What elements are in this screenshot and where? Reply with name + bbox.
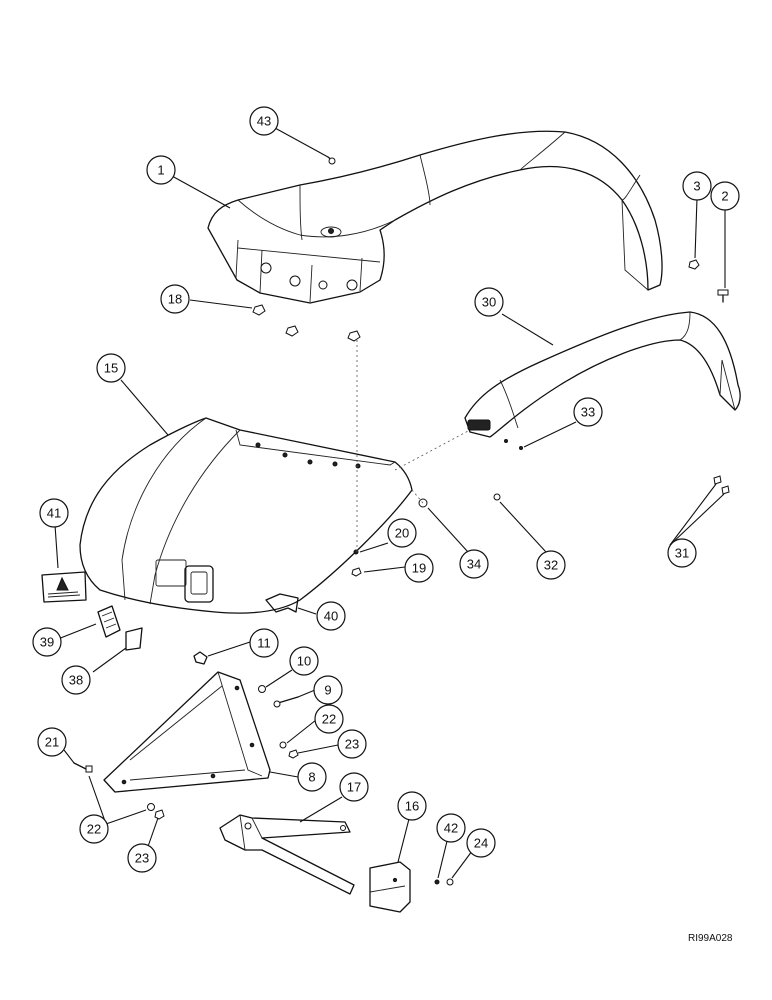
svg-text:30: 30	[482, 295, 496, 310]
callout-40: 40	[316, 601, 346, 631]
svg-text:18: 18	[168, 292, 182, 307]
svg-text:19: 19	[412, 561, 426, 576]
svg-text:22: 22	[87, 822, 101, 837]
part-16-clip	[369, 861, 411, 913]
svg-text:22: 22	[322, 712, 336, 727]
hardware	[73, 156, 730, 886]
callout-10: 10	[289, 646, 319, 676]
part-1-upper-fender	[207, 130, 663, 304]
callout-8: 8	[297, 762, 327, 792]
part-39-pad	[97, 605, 121, 638]
callout-15: 15	[96, 353, 126, 383]
callout-16: 16	[397, 791, 427, 821]
part-17-lower-bracket	[219, 814, 355, 895]
svg-text:2: 2	[721, 189, 728, 204]
callout-30: 30	[474, 287, 504, 317]
callout-2: 2	[710, 181, 740, 211]
svg-text:38: 38	[69, 673, 83, 688]
leader-lines	[54, 127, 726, 879]
svg-text:1: 1	[157, 163, 164, 178]
svg-text:16: 16	[405, 799, 419, 814]
callout-19: 19	[404, 553, 434, 583]
svg-text:9: 9	[324, 683, 331, 698]
assembly-lines	[356, 340, 471, 552]
callout-33: 33	[573, 397, 603, 427]
svg-text:40: 40	[324, 609, 338, 624]
svg-text:20: 20	[395, 526, 409, 541]
svg-text:23: 23	[345, 737, 359, 752]
callout-41: 41	[39, 498, 69, 528]
svg-text:33: 33	[581, 405, 595, 420]
callout-39: 39	[32, 627, 62, 657]
callout-3: 3	[682, 171, 712, 201]
callout-31: 31	[667, 538, 697, 568]
part-38-insert	[125, 627, 143, 651]
part-11-clip	[193, 651, 208, 665]
callout-11: 11	[249, 628, 279, 658]
part-40-clip	[265, 593, 299, 613]
svg-text:43: 43	[257, 114, 271, 129]
callout-20: 20	[387, 518, 417, 548]
svg-text:39: 39	[40, 635, 54, 650]
callout-24: 24	[466, 828, 496, 858]
callout-38: 38	[61, 665, 91, 695]
part-15-front-panel	[79, 417, 413, 614]
svg-text:15: 15	[104, 361, 118, 376]
svg-text:32: 32	[544, 558, 558, 573]
svg-text:10: 10	[297, 654, 311, 669]
part-41-warning-decal	[41, 571, 87, 603]
callout-9: 9	[313, 675, 343, 705]
svg-text:31: 31	[675, 546, 689, 561]
svg-text:17: 17	[347, 780, 361, 795]
svg-text:3: 3	[693, 179, 700, 194]
svg-text:34: 34	[467, 557, 481, 572]
part-8-triangular-bracket	[103, 671, 271, 793]
svg-text:21: 21	[45, 735, 59, 750]
reference-code: RI99A028	[688, 933, 733, 944]
callout-23-lower: 23	[127, 843, 157, 873]
svg-text:8: 8	[308, 770, 315, 785]
callout-32: 32	[536, 550, 566, 580]
callout-22-upper: 22	[314, 704, 344, 734]
callout-34: 34	[459, 549, 489, 579]
callout-42: 42	[436, 813, 466, 843]
callout-43: 43	[249, 106, 279, 136]
svg-text:11: 11	[257, 636, 271, 651]
callout-22-lower: 22	[79, 814, 109, 844]
callout-17: 17	[339, 772, 369, 802]
svg-text:23: 23	[135, 851, 149, 866]
callout-23-upper: 23	[337, 729, 367, 759]
svg-text:24: 24	[474, 836, 488, 851]
callout-18: 18	[160, 284, 190, 314]
part-30-fender-extension	[464, 311, 741, 438]
callout-21: 21	[37, 727, 67, 757]
callout-1: 1	[146, 155, 176, 185]
svg-text:41: 41	[47, 506, 61, 521]
svg-text:42: 42	[444, 821, 458, 836]
